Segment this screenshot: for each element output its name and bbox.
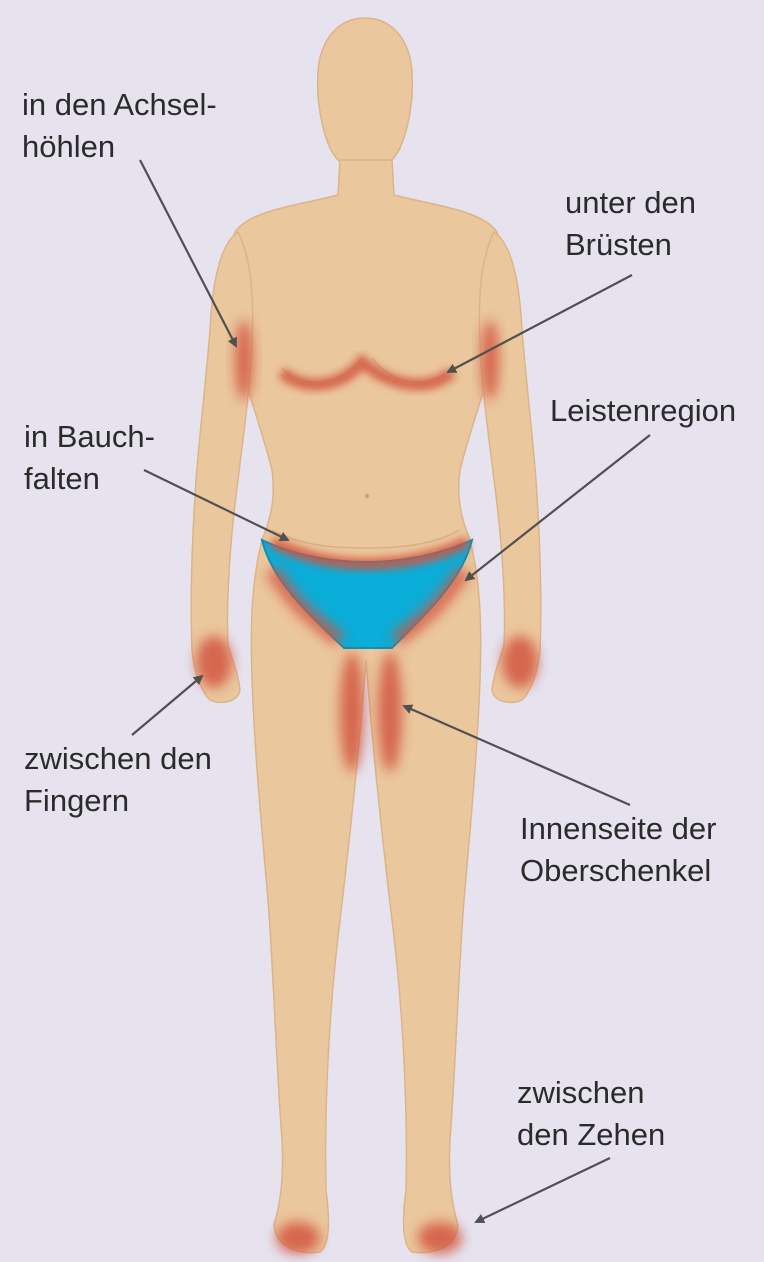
label-belly-line1: in Bauch-: [24, 416, 155, 458]
arrow-toes: [476, 1158, 610, 1222]
label-fingers-line1: zwischen den: [24, 738, 212, 780]
left-arm: [191, 232, 252, 702]
armpit-left-area: [235, 320, 253, 400]
label-breasts: unter den Brüsten: [565, 182, 696, 266]
label-toes-line1: zwischen: [517, 1072, 665, 1114]
toes-right-area: [418, 1222, 462, 1254]
armpit-right-area: [481, 320, 499, 400]
label-groin: Leistenregion: [550, 390, 736, 432]
label-groin-line1: Leistenregion: [550, 390, 736, 432]
inner-thigh-right-area: [378, 652, 402, 772]
label-thighs-line2: Oberschenkel: [520, 850, 716, 892]
label-fingers-line2: Fingern: [24, 780, 212, 822]
label-axilla-line2: höhlen: [22, 126, 217, 168]
label-breasts-line1: unter den: [565, 182, 696, 224]
label-axilla-line1: in den Achsel-: [22, 84, 217, 126]
arrow-fingers: [132, 676, 202, 735]
torso-and-legs: [227, 160, 504, 1253]
fingers-right-area: [502, 636, 538, 688]
label-toes: zwischen den Zehen: [517, 1072, 665, 1156]
arrow-axilla: [140, 160, 236, 346]
label-breasts-line2: Brüsten: [565, 224, 696, 266]
label-axilla: in den Achsel- höhlen: [22, 84, 217, 168]
label-thighs: Innenseite der Oberschenkel: [520, 808, 716, 892]
label-belly: in Bauch- falten: [24, 416, 155, 500]
label-thighs-line1: Innenseite der: [520, 808, 716, 850]
fingers-left-area: [196, 636, 232, 688]
head: [318, 18, 413, 172]
label-toes-line2: den Zehen: [517, 1114, 665, 1156]
toes-left-area: [276, 1222, 320, 1254]
inner-thigh-left-area: [340, 652, 364, 772]
right-arm: [479, 232, 540, 702]
label-belly-line2: falten: [24, 458, 155, 500]
navel: [365, 494, 369, 498]
label-fingers: zwischen den Fingern: [24, 738, 212, 822]
